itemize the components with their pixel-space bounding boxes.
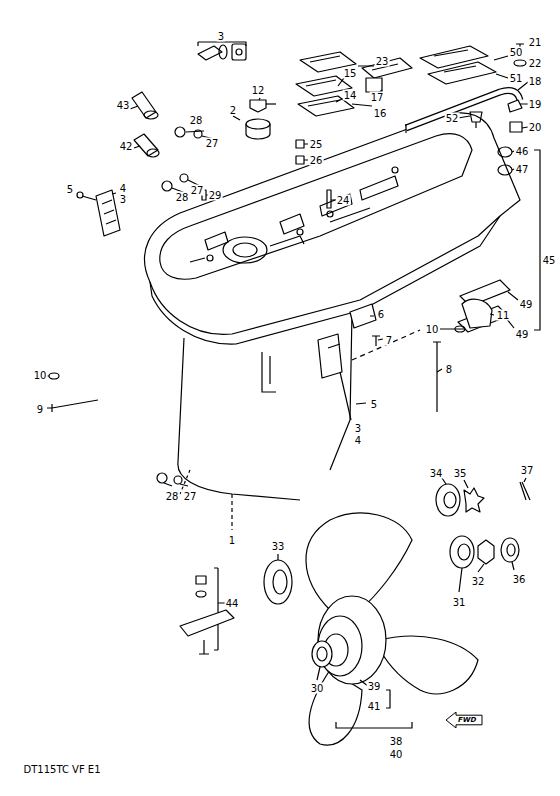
callout-number: 11: [496, 310, 511, 321]
callout-number: 52: [445, 113, 460, 124]
callout-number: 39: [367, 681, 382, 692]
callout-number: 5: [66, 184, 74, 195]
arrow-label: FWD: [458, 716, 476, 724]
callout-number: 9: [36, 404, 44, 415]
callout-number: 7: [385, 335, 393, 346]
callout-number: 29: [208, 190, 223, 201]
callout-number: 47: [515, 164, 530, 175]
callout-number: 10: [425, 324, 440, 335]
callout-number: 3: [119, 194, 127, 205]
callout-number: 37: [520, 465, 535, 476]
callout-number: 28: [175, 192, 190, 203]
callout-number: 14: [343, 90, 358, 101]
callout-number: 34: [429, 468, 444, 479]
callout-number: 27: [205, 138, 220, 149]
callout-number: 23: [375, 56, 390, 67]
callout-number: 3: [217, 31, 225, 42]
callout-number: 4: [354, 435, 362, 446]
callout-number: 10: [33, 370, 48, 381]
callout-number: 3: [354, 423, 362, 434]
callout-number: 36: [512, 574, 527, 585]
callout-number: 28: [189, 115, 204, 126]
callout-number: 31: [452, 597, 467, 608]
callout-number: 27: [183, 491, 198, 502]
callout-number: 43: [116, 100, 131, 111]
callout-number: 44: [225, 598, 240, 609]
callout-number: 26: [309, 155, 324, 166]
direction-arrow: FWD: [446, 712, 483, 728]
callout-number: 27: [190, 185, 205, 196]
callout-number: 38: [389, 736, 404, 747]
model-code: DT115TC VF E1: [22, 764, 101, 775]
callout-number: 42: [119, 141, 134, 152]
callout-number: 8: [445, 364, 453, 375]
callout-number: 24: [336, 195, 351, 206]
callout-number: 51: [509, 73, 524, 84]
callout-number: 41: [367, 701, 382, 712]
callout-number: 46: [515, 146, 530, 157]
callout-number: 16: [373, 108, 388, 119]
callout-number: 22: [528, 58, 543, 69]
callout-number: 5: [370, 399, 378, 410]
callout-number: 21: [528, 37, 543, 48]
callout-number: 30: [310, 683, 325, 694]
callout-number: 20: [528, 122, 543, 133]
callout-number: 1: [228, 535, 236, 546]
callout-number: 4: [119, 183, 127, 194]
callout-number: 19: [528, 99, 543, 110]
callout-number: 45: [542, 255, 557, 266]
callout-number: 18: [528, 76, 543, 87]
callout-number: 49: [519, 299, 534, 310]
callout-number: 50: [509, 47, 524, 58]
callout-number: 32: [471, 576, 486, 587]
callout-number: 12: [251, 85, 266, 96]
callout-number: 40: [389, 749, 404, 760]
callout-number: 6: [377, 309, 385, 320]
callout-number: 15: [343, 68, 358, 79]
callout-number: 35: [453, 468, 468, 479]
callout-number: 2: [229, 105, 237, 116]
callout-number: 49: [515, 329, 530, 340]
callout-number: 25: [309, 139, 324, 150]
callout-number: 28: [165, 491, 180, 502]
callout-number: 33: [271, 541, 286, 552]
callout-number: 17: [370, 92, 385, 103]
